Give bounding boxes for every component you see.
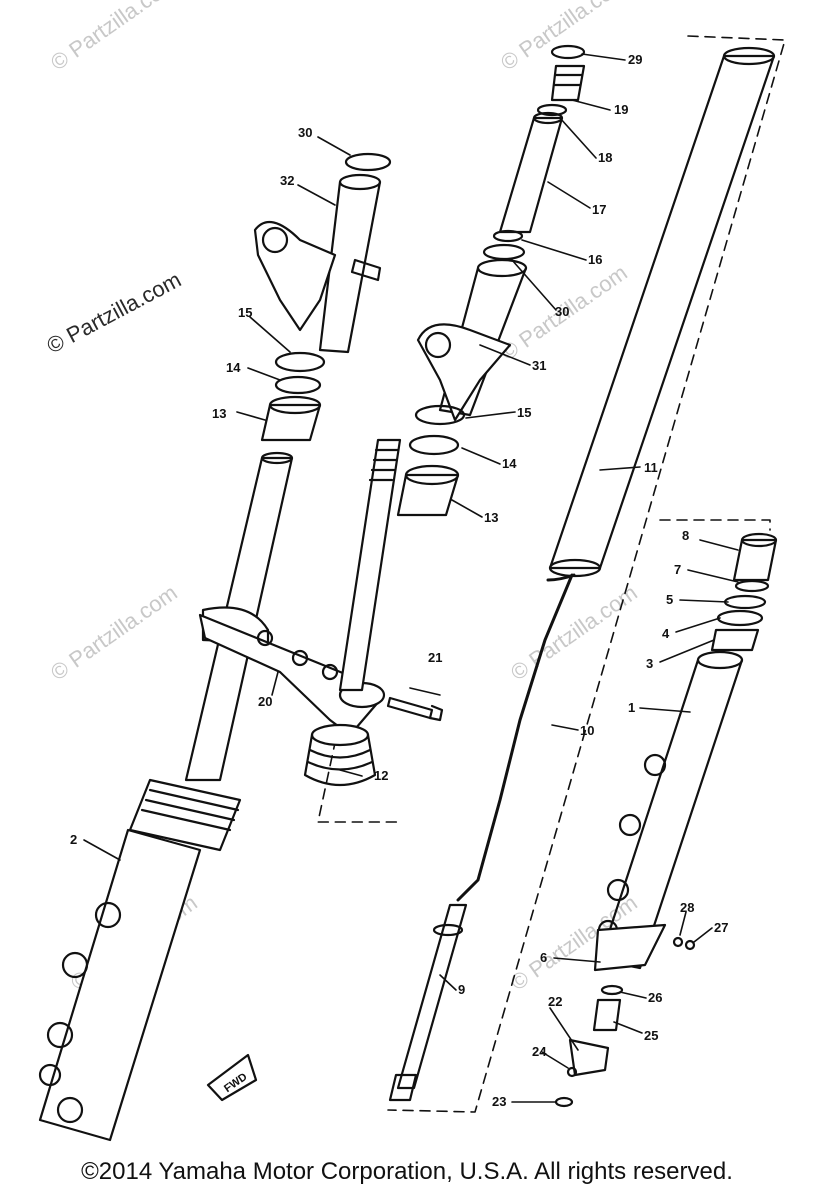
inner-tube-11 <box>548 46 776 578</box>
callout-30-left: 30 <box>298 125 312 140</box>
callout-29: 29 <box>628 52 642 67</box>
callout-28: 28 <box>680 900 694 915</box>
leader-lines <box>83 53 739 1103</box>
fork-cover-32 <box>253 173 382 354</box>
callout-24: 24 <box>532 1044 547 1059</box>
fwd-arrow-icon <box>206 1053 258 1102</box>
fork-cover-31 <box>416 258 528 422</box>
callout-4: 4 <box>662 626 670 641</box>
callout-26: 26 <box>648 990 662 1005</box>
callout-3: 3 <box>646 656 653 671</box>
callout-15-left: 15 <box>238 305 252 320</box>
callout-12: 12 <box>374 768 388 783</box>
callout-30-center: 30 <box>555 304 569 319</box>
spacer-17 <box>498 111 564 234</box>
exploded-fork-diagram: 30 32 15 14 13 29 19 18 17 16 30 31 15 1… <box>38 35 786 1142</box>
left-spacer-set <box>260 351 326 442</box>
callout-18: 18 <box>598 150 612 165</box>
callout-23: 23 <box>492 1094 506 1109</box>
oring-30-left <box>344 152 392 172</box>
callout-11: 11 <box>644 460 658 475</box>
cap-bolt-set <box>482 44 586 261</box>
callout-13-left: 13 <box>212 406 226 421</box>
callout-10: 10 <box>580 723 594 738</box>
callout-13-center: 13 <box>484 510 498 525</box>
callout-1: 1 <box>628 700 635 715</box>
center-spacer-set <box>396 404 466 517</box>
callout-8: 8 <box>682 528 689 543</box>
callout-9: 9 <box>458 982 465 997</box>
callout-22: 22 <box>548 994 562 1009</box>
right-outer-tube-1 <box>593 650 744 972</box>
callout-15-center: 15 <box>517 405 531 420</box>
callout-2: 2 <box>70 832 77 847</box>
bolt-21 <box>386 696 444 722</box>
callout-20: 20 <box>258 694 272 709</box>
callout-32: 32 <box>280 173 294 188</box>
callout-6: 6 <box>540 950 547 965</box>
right-seal-set <box>710 532 778 652</box>
steering-stem <box>338 438 402 692</box>
fork-spring-10 <box>456 573 576 902</box>
callout-7: 7 <box>674 562 681 577</box>
callout-21: 21 <box>428 650 442 665</box>
dust-seal-12 <box>303 723 377 786</box>
callout-19: 19 <box>614 102 628 117</box>
callout-17: 17 <box>592 202 606 217</box>
damper-rod-9 <box>388 903 468 1102</box>
left-fork-tube <box>38 451 294 1142</box>
callout-5: 5 <box>666 592 673 607</box>
copyright-notice: ©2014 Yamaha Motor Corporation, U.S.A. A… <box>81 1158 733 1185</box>
callout-16: 16 <box>588 252 602 267</box>
assembly-outline-right <box>317 35 786 1113</box>
callout-27: 27 <box>714 920 728 935</box>
callout-31: 31 <box>532 358 546 373</box>
callout-25: 25 <box>644 1028 658 1043</box>
callout-14-left: 14 <box>226 360 241 375</box>
callout-labels: 30 32 15 14 13 29 19 18 17 16 30 31 15 1… <box>70 52 728 1109</box>
callout-14-center: 14 <box>502 456 517 471</box>
